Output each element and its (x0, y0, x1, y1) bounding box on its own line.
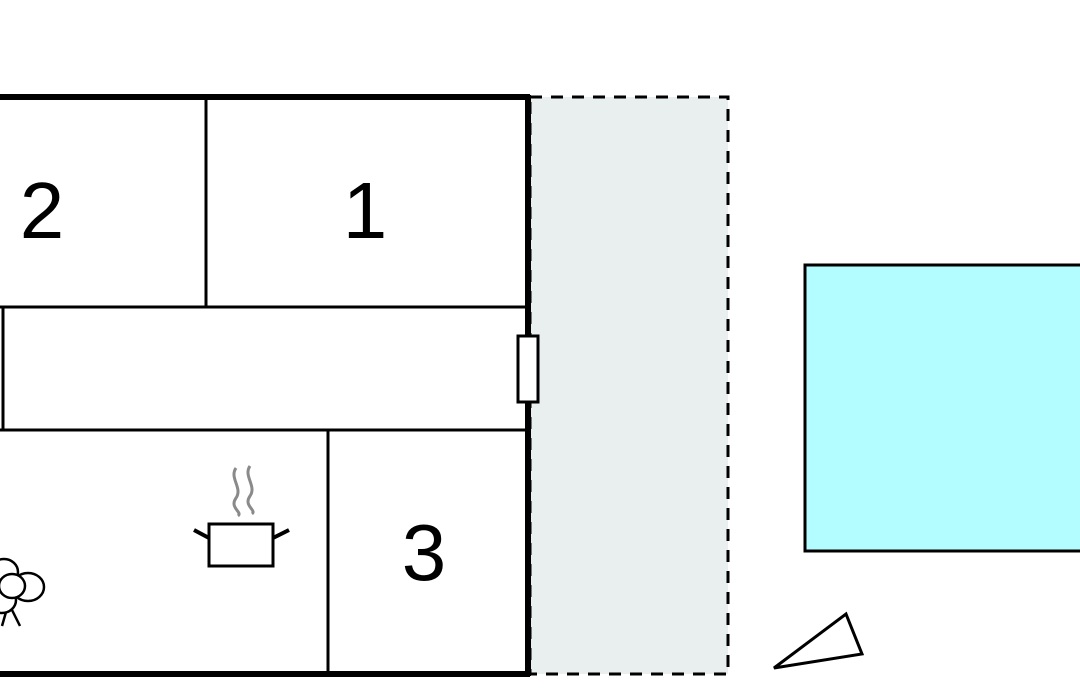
interior-walls (0, 97, 528, 674)
room-number-2: 2 (20, 166, 65, 255)
house-outline (0, 94, 531, 677)
north-arrow-icon (773, 611, 865, 670)
room-number-1: 1 (343, 166, 388, 255)
terrace (528, 95, 730, 676)
pool (803, 263, 1080, 553)
cooking-pot-icon (193, 465, 290, 568)
terrace-door (516, 334, 540, 404)
dining-table-icon (0, 557, 46, 627)
room-number-3: 3 (402, 508, 447, 597)
